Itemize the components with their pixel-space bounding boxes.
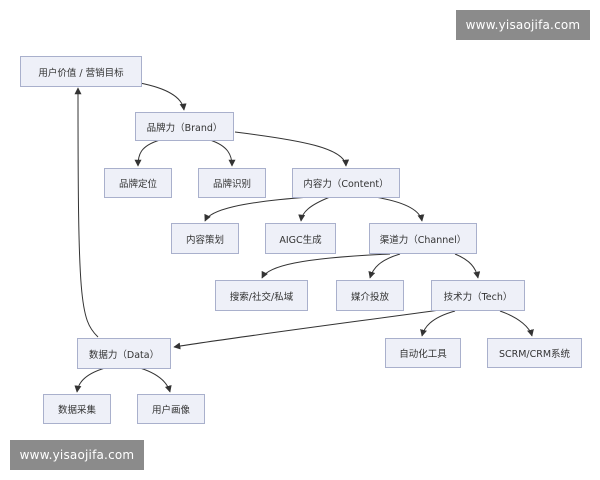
edge-channel-to-tech xyxy=(454,253,481,279)
watermark-bottom-left: www.yisaojifa.com xyxy=(10,440,144,470)
node-aigc-label: AIGC生成 xyxy=(279,234,322,246)
node-tech: 技术力（Tech） xyxy=(431,280,525,311)
node-automation-label: 自动化工具 xyxy=(399,349,447,360)
edge-tech-to-automation xyxy=(420,310,456,337)
node-data-label: 数据力（Data） xyxy=(88,349,160,361)
watermark-top-right: www.yisaojifa.com xyxy=(456,10,590,40)
node-user-profile-label: 用户画像 xyxy=(151,405,190,416)
node-data-collection: 数据采集 xyxy=(43,394,111,424)
edge-brand-to-brand-identity xyxy=(209,139,236,167)
node-scrm: SCRM/CRM系统 xyxy=(487,338,582,368)
node-brand-label: 品牌力（Brand） xyxy=(146,122,223,134)
edge-content-to-aigc xyxy=(298,196,331,222)
node-media: 媒介投放 xyxy=(336,280,404,311)
node-user-value: 用户价值 / 营销目标 xyxy=(20,56,142,87)
watermark-text: www.yisaojifa.com xyxy=(465,18,581,32)
node-data: 数据力（Data） xyxy=(77,338,171,369)
edge-data-to-user-profile xyxy=(139,367,172,393)
node-channel: 渠道力（Channel） xyxy=(369,223,477,254)
node-brand-identity: 品牌识别 xyxy=(198,168,266,198)
node-automation: 自动化工具 xyxy=(385,338,461,368)
node-search-social-label: 搜索/社交/私域 xyxy=(229,291,294,303)
edge-data-to-data-collection xyxy=(74,367,106,393)
node-brand-positioning-label: 品牌定位 xyxy=(118,179,157,190)
node-data-collection-label: 数据采集 xyxy=(57,405,96,416)
edge-content-to-content-planning xyxy=(204,196,311,222)
node-brand-identity-label: 品牌识别 xyxy=(212,179,251,190)
node-brand-positioning: 品牌定位 xyxy=(104,168,172,198)
node-user-profile: 用户画像 xyxy=(137,394,205,424)
edge-tech-to-scrm xyxy=(499,310,534,337)
node-content-label: 内容力（Content） xyxy=(303,179,389,190)
node-content: 内容力（Content） xyxy=(292,168,400,198)
edge-brand-to-brand-positioning xyxy=(134,139,161,167)
node-channel-label: 渠道力（Channel） xyxy=(379,234,467,246)
node-content-planning-label: 内容策划 xyxy=(185,234,224,246)
node-aigc: AIGC生成 xyxy=(265,223,336,254)
edge-channel-to-search-social xyxy=(261,253,391,279)
watermark-text: www.yisaojifa.com xyxy=(19,448,135,462)
edge-data-to-user-value xyxy=(74,87,99,338)
edge-content-to-channel xyxy=(374,196,425,222)
edge-channel-to-media xyxy=(368,253,401,279)
node-brand: 品牌力（Brand） xyxy=(135,112,234,141)
node-tech-label: 技术力（Tech） xyxy=(443,291,513,303)
node-search-social: 搜索/社交/私域 xyxy=(215,280,308,311)
node-media-label: 媒介投放 xyxy=(350,291,389,303)
edge-user-value-to-brand xyxy=(139,82,187,111)
node-content-planning: 内容策划 xyxy=(171,223,239,254)
edge-brand-to-content xyxy=(234,131,350,167)
edge-tech-to-data xyxy=(173,309,441,350)
node-scrm-label: SCRM/CRM系统 xyxy=(498,349,571,360)
node-user-value-label: 用户价值 / 营销目标 xyxy=(38,67,124,79)
